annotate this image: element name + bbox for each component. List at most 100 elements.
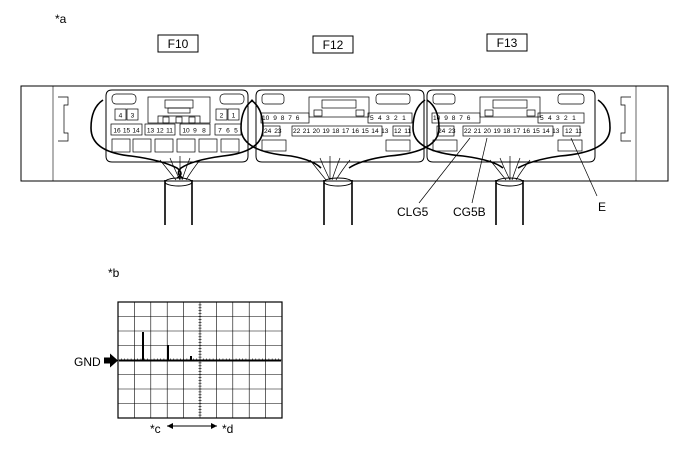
f13-pin-24: 24 bbox=[438, 128, 446, 135]
view-b-label: *b bbox=[108, 266, 120, 280]
connector-f10: 4 3 2 1 16 15 14 13 12 11 10 9 8 7 6 5 bbox=[105, 89, 249, 163]
f10-pin-5: 5 bbox=[234, 128, 238, 135]
f10-pin-9: 9 bbox=[193, 128, 197, 135]
gnd-label: GND bbox=[74, 355, 101, 369]
gnd-arrow-icon bbox=[104, 353, 118, 368]
f13-pin-17: 17 bbox=[513, 128, 521, 135]
f12-pin-21: 21 bbox=[303, 128, 311, 135]
f12-pin-6: 6 bbox=[296, 115, 300, 122]
f10-pin-12: 12 bbox=[156, 128, 164, 135]
oscilloscope-screen bbox=[117, 301, 283, 419]
f13-pin-16: 16 bbox=[523, 128, 531, 135]
f12-pin-14: 14 bbox=[371, 128, 379, 135]
f12-pin-20: 20 bbox=[313, 128, 321, 135]
waveform-trace bbox=[119, 332, 281, 362]
f13-pin-1: 1 bbox=[572, 115, 576, 122]
f12-pin-16: 16 bbox=[352, 128, 360, 135]
f12-pin-11: 11 bbox=[404, 128, 411, 135]
f13-pin-7: 7 bbox=[459, 115, 463, 122]
f13-pin-4: 4 bbox=[548, 115, 552, 122]
f13-pins-row2-a: 24 23 bbox=[438, 128, 456, 135]
callout-cg5b: CG5B bbox=[453, 205, 486, 219]
f12-pin-18: 18 bbox=[332, 128, 340, 135]
f13-pin-3: 3 bbox=[556, 115, 560, 122]
arrow-right-label: *d bbox=[222, 422, 233, 436]
f13-pin-8: 8 bbox=[452, 115, 456, 122]
connector-name-f12: F12 bbox=[323, 38, 344, 52]
f10-pin-2: 2 bbox=[220, 113, 224, 120]
connector-f12: 10 9 8 7 6 5 4 3 2 1 24 23 22 21 20 19 1… bbox=[255, 89, 425, 163]
connector-name-f13: F13 bbox=[497, 36, 518, 50]
f12-pin-15: 15 bbox=[362, 128, 370, 135]
f12-pin-4: 4 bbox=[378, 115, 382, 122]
f13-pins-row2-b: 22 21 20 19 18 17 16 15 14 13 bbox=[464, 128, 560, 135]
f12-pin-10: 10 bbox=[262, 115, 270, 122]
f12-pin-8: 8 bbox=[281, 115, 285, 122]
f10-pin-11: 11 bbox=[166, 128, 173, 135]
f10-pin-1: 1 bbox=[232, 113, 236, 120]
f10-pin-15: 15 bbox=[123, 128, 131, 135]
f12-pins-row2-a: 24 23 bbox=[264, 128, 282, 135]
f10-pin-16: 16 bbox=[113, 128, 121, 135]
f13-pin-9: 9 bbox=[444, 115, 448, 122]
f13-pin-2: 2 bbox=[564, 115, 568, 122]
f12-pin-13: 13 bbox=[381, 128, 389, 135]
f12-pins-row2-c: 12 11 bbox=[394, 128, 411, 135]
f13-pin-19: 19 bbox=[493, 128, 501, 135]
time-span-arrow-icon bbox=[167, 423, 217, 429]
callout-clg5: CLG5 bbox=[397, 205, 429, 219]
f12-pin-19: 19 bbox=[322, 128, 330, 135]
f10-pin-13: 13 bbox=[147, 128, 155, 135]
f12-pin-24: 24 bbox=[264, 128, 272, 135]
f13-pin-13: 13 bbox=[552, 128, 560, 135]
f13-pins-row2-c: 12 11 bbox=[565, 128, 582, 135]
ecu-housing bbox=[20, 85, 669, 182]
harness-hoods bbox=[90, 99, 611, 179]
f12-pins-row2-b: 22 21 20 19 18 17 16 15 14 13 bbox=[293, 128, 389, 135]
f12-pin-3: 3 bbox=[386, 115, 390, 122]
f13-pin-22: 22 bbox=[464, 128, 472, 135]
f13-pin-15: 15 bbox=[533, 128, 541, 135]
f12-pin-5: 5 bbox=[370, 115, 374, 122]
f12-pin-7: 7 bbox=[288, 115, 292, 122]
f13-pin-21: 21 bbox=[474, 128, 482, 135]
connector-label-f10: F10 bbox=[157, 34, 199, 53]
f10-pin-6: 6 bbox=[226, 128, 230, 135]
f10-pin-10: 10 bbox=[182, 128, 190, 135]
wire-bundles bbox=[159, 156, 531, 225]
f12-pins-row1-right: 5 4 3 2 1 bbox=[370, 115, 406, 122]
callout-e: E bbox=[598, 200, 606, 214]
connector-f13: 10 9 8 7 6 5 4 3 2 1 24 23 22 21 20 19 1… bbox=[426, 89, 596, 163]
f13-pin-23: 23 bbox=[448, 128, 456, 135]
callout-leaders bbox=[418, 137, 598, 204]
view-a-label: *a bbox=[55, 12, 67, 26]
f13-pin-5: 5 bbox=[540, 115, 544, 122]
f13-pin-20: 20 bbox=[484, 128, 492, 135]
f10-pin-7: 7 bbox=[218, 128, 222, 135]
f12-pin-1: 1 bbox=[402, 115, 406, 122]
f10-pin-3: 3 bbox=[131, 113, 135, 120]
f13-pins-row1-left: 10 9 8 7 6 bbox=[433, 115, 471, 122]
f13-pin-18: 18 bbox=[503, 128, 511, 135]
f10-pin-8: 8 bbox=[202, 128, 206, 135]
connector-name-f10: F10 bbox=[168, 37, 189, 51]
connector-label-f13: F13 bbox=[486, 33, 528, 52]
arrow-left-label: *c bbox=[150, 422, 161, 436]
f10-pin-14: 14 bbox=[132, 128, 140, 135]
f13-pin-14: 14 bbox=[542, 128, 550, 135]
f12-pin-23: 23 bbox=[274, 128, 282, 135]
f13-pin-12: 12 bbox=[565, 128, 573, 135]
f12-pins-row1-left: 10 9 8 7 6 bbox=[262, 115, 300, 122]
f12-pin-22: 22 bbox=[293, 128, 301, 135]
f10-pin-4: 4 bbox=[119, 113, 123, 120]
f12-pin-2: 2 bbox=[394, 115, 398, 122]
f13-pin-11: 11 bbox=[575, 128, 582, 135]
f12-pin-17: 17 bbox=[342, 128, 350, 135]
f13-pin-10: 10 bbox=[433, 115, 441, 122]
f13-pins-row1-right: 5 4 3 2 1 bbox=[540, 115, 576, 122]
f12-pin-9: 9 bbox=[273, 115, 277, 122]
f13-pin-6: 6 bbox=[467, 115, 471, 122]
f12-pin-12: 12 bbox=[394, 128, 402, 135]
connector-label-f12: F12 bbox=[312, 35, 354, 54]
